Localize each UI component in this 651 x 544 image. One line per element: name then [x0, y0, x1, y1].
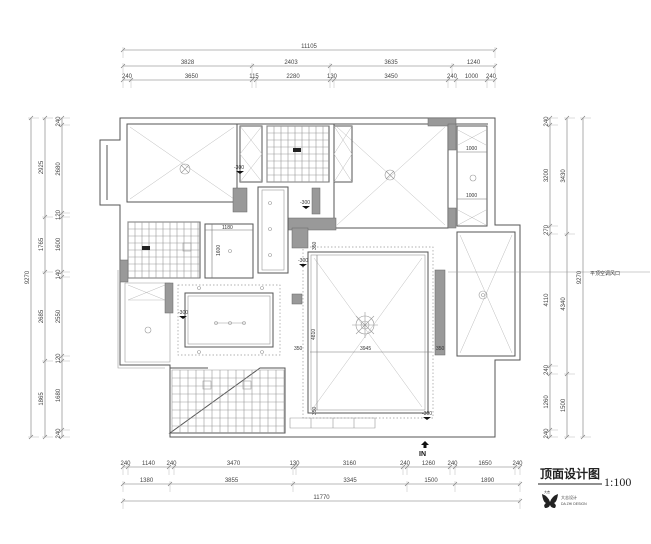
dim-left-total-label: 9270	[25, 270, 31, 284]
dim-bottom-row1-label: 240	[400, 461, 411, 467]
dim-right-row2-label: 3430	[561, 169, 567, 183]
dim-living-width: 3945	[360, 346, 371, 352]
drawing-title: 顶面设计图	[540, 466, 600, 481]
level-marker: -300	[178, 310, 188, 316]
dim-bottom-row1-label: 240	[447, 461, 458, 467]
dim-left-row1-label: 2680	[56, 162, 62, 176]
dim-bottom-row1-label: 240	[512, 461, 523, 467]
dim-right-row1-label: 270	[544, 224, 550, 235]
dim-left-row2-label: 2685	[39, 309, 45, 323]
dim-left-row1-label: 120	[56, 209, 62, 220]
dim-left-row1-label: 240	[56, 116, 62, 127]
annotation-ac-vent: 平顶空调风口	[590, 270, 620, 277]
dim-bottom-row1-label: 1260	[422, 461, 436, 467]
room-living: 3945 4810 350 350 350 350	[289, 227, 446, 429]
logo: 大志 大志设计 DA ZHI DESIGN	[542, 489, 587, 508]
dim-top-row1-label: 240	[486, 74, 497, 80]
dim-bottom-row2-label: 1500	[424, 478, 438, 484]
dim-top-row1-label: 1000	[465, 74, 479, 80]
dim-right-row2-label: 4340	[561, 297, 567, 311]
dim-top-row2-label: 3635	[384, 60, 398, 66]
arrow-up-icon	[421, 441, 429, 448]
dim-right-row1-label: 1260	[544, 395, 550, 409]
drawing-scale: 1:100	[604, 475, 631, 489]
dim-top-row2-label: 1240	[467, 60, 481, 66]
logo-name-en: DA ZHI DESIGN	[561, 502, 587, 506]
dim-bottom-row1-label: 1650	[478, 461, 492, 467]
dim-top-row1-label: 3450	[384, 74, 398, 80]
dim-offset-350-right: 350	[436, 346, 445, 352]
room-dining	[177, 284, 281, 356]
level-marker: -300	[234, 165, 244, 171]
dim-strip-1000-a: 1000	[466, 146, 477, 152]
dim-offset-350-left: 350	[294, 346, 303, 352]
room-bedroom-1	[126, 123, 238, 203]
room-right-strip: 1000 1000	[456, 125, 488, 227]
room-kitchen	[168, 367, 286, 434]
dim-bottom-row2-label: 3345	[343, 478, 357, 484]
dim-bottom-row1-label: 1140	[142, 461, 156, 467]
dim-right-row1-label: 4110	[544, 293, 550, 307]
entrance-label: IN	[419, 451, 426, 458]
dim-left-row2-label: 1865	[39, 392, 45, 406]
dim-right-row1-label: 240	[544, 428, 550, 439]
logo-name-cn: 大志设计	[561, 494, 577, 500]
dim-bottom-row1-label: 130	[289, 461, 300, 467]
dim-left-row1-label: 2550	[56, 309, 62, 323]
dim-bottom-row1-label: 240	[166, 461, 177, 467]
dim-small-room-width: 1180	[222, 225, 233, 231]
dim-top-total-label: 11105	[301, 44, 317, 50]
dim-left-row2-label: 1765	[39, 237, 45, 251]
room-balcony: 平顶空调风口	[448, 231, 650, 357]
ceiling-level-markers: -300 -300 -300 -300 -300	[178, 165, 432, 420]
corridor	[257, 186, 289, 274]
dim-top-row1-label: 130	[327, 74, 338, 80]
entrance-marker: IN	[419, 441, 429, 458]
dim-left-row1-label: 240	[56, 428, 62, 439]
dim-right-row2-label: 1500	[561, 398, 567, 412]
title-block: 顶面设计图 1:100 大志 大志设计 DA ZHI DESIGN	[538, 466, 631, 508]
dim-bottom-row2-label: 1890	[481, 478, 495, 484]
dim-bottom-row2-label: 3855	[225, 478, 239, 484]
dim-left-row1-label: 140	[56, 269, 62, 280]
dim-right-row1-label: 240	[544, 364, 550, 375]
dim-top-row1-label: 240	[122, 74, 133, 80]
room-storage-left	[127, 282, 174, 334]
wardrobe	[232, 125, 263, 213]
dim-bottom-row2-label: 1380	[140, 478, 154, 484]
dim-left-row1-label: 1600	[56, 237, 62, 251]
dim-top-row1-label: 3650	[185, 74, 199, 80]
room-small: 1180 1600	[204, 223, 254, 279]
dim-bottom-total-label: 11770	[313, 495, 330, 501]
floor-plan: 1000 1000 1180 1600	[99, 117, 650, 458]
dim-left-row1-label: 120	[56, 353, 62, 364]
butterfly-logo-icon	[542, 494, 558, 508]
dim-bottom-row1-label: 240	[120, 461, 131, 467]
dim-top-row2-label: 3828	[181, 60, 195, 66]
dim-top-row1-label: 2280	[286, 74, 300, 80]
dim-right-row1-label: 240	[544, 116, 550, 127]
level-marker: -300	[422, 411, 432, 417]
dim-offset-350-bottom: 350	[312, 406, 318, 415]
room-bathroom-top	[266, 125, 330, 183]
dim-right-total-label: 9270	[577, 270, 583, 284]
room-master-bedroom	[287, 117, 457, 231]
dim-top-row2-label: 2403	[284, 60, 298, 66]
dim-top-row1-label: 115	[249, 74, 259, 80]
dim-small-room-height: 1600	[216, 245, 222, 256]
dim-strip-1000-b: 1000	[466, 193, 477, 199]
dim-right-row1-label: 3200	[544, 168, 550, 182]
dim-left-row2-label: 2925	[39, 160, 45, 174]
dim-bottom-row1-label: 3160	[343, 461, 357, 467]
dim-living-height: 4810	[311, 329, 317, 340]
room-bathroom-left	[119, 221, 201, 283]
level-marker: -300	[298, 258, 308, 264]
dim-offset-350-top: 350	[312, 241, 318, 250]
logo-mark-text: 大志	[544, 489, 550, 494]
dim-top-row1-label: 240	[447, 74, 458, 80]
dim-left-row1-label: 1680	[56, 388, 62, 402]
dim-bottom-row1-label: 3470	[227, 461, 241, 467]
level-marker: -300	[300, 200, 310, 206]
